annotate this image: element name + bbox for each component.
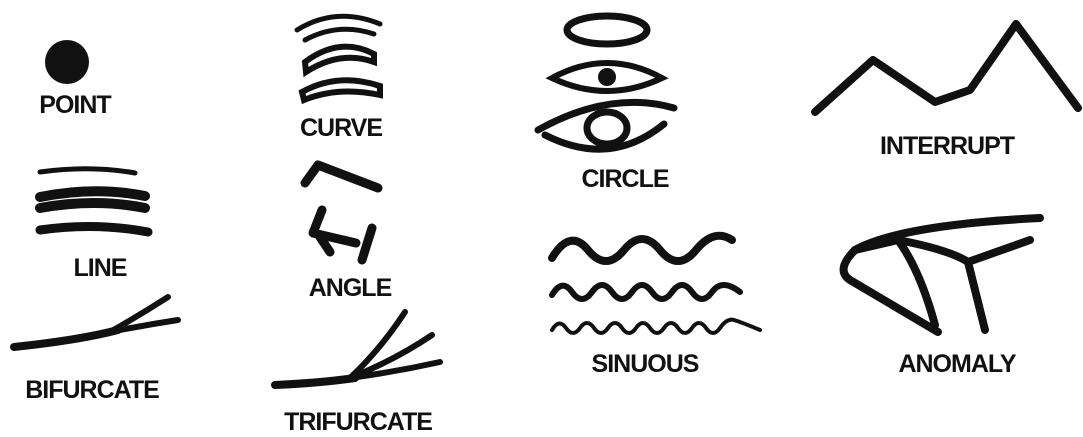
angle-symbol-top — [305, 165, 378, 188]
circle-symbol-eye-large-iris — [587, 112, 627, 144]
anomaly-symbol-fan — [855, 240, 935, 325]
curve-symbol-middle — [305, 47, 374, 72]
trifurcate-label: TRIFURCATE — [284, 408, 432, 436]
curve-pattern: CURVE — [297, 16, 382, 142]
circle-symbol-ellipse — [567, 16, 647, 44]
sinuous-symbol-small — [552, 320, 760, 333]
sinuous-symbol-medium — [552, 285, 740, 299]
line-symbol-middle — [40, 191, 145, 208]
bifurcate-pattern: BIFURCATE — [14, 297, 178, 404]
bifurcate-symbol-stem — [14, 330, 118, 347]
point-pattern: POINT — [39, 40, 111, 119]
trifurcate-pattern: TRIFURCATE — [275, 312, 440, 436]
circle-symbol-eye-pupil — [598, 68, 616, 86]
line-symbol-top — [40, 169, 135, 173]
trifurcate-symbol-stem — [275, 378, 355, 385]
line-symbol-bottom — [40, 226, 148, 232]
line-pattern: LINE — [40, 169, 148, 282]
circle-label: CIRCLE — [581, 165, 668, 193]
anomaly-label: ANOMALY — [898, 350, 1016, 378]
curve-symbol-bottom — [302, 80, 380, 100]
bifurcate-label: BIFURCATE — [25, 376, 159, 404]
anomaly-pattern: ANOMALY — [844, 218, 1040, 378]
angle-pattern: ANGLE — [305, 165, 392, 302]
sinuous-label: SINUOUS — [592, 350, 699, 378]
sinuous-symbol-large — [552, 236, 732, 261]
point-label: POINT — [39, 91, 111, 119]
sinuous-pattern: SINUOUS — [552, 236, 760, 378]
interrupt-pattern: INTERRUPT — [815, 24, 1078, 160]
interrupt-symbol — [815, 24, 1078, 112]
circle-pattern: CIRCLE — [538, 16, 674, 193]
point-symbol — [45, 40, 89, 84]
anomaly-symbol-outer — [844, 218, 1040, 332]
line-label: LINE — [74, 254, 127, 282]
curve-symbol-top-inner — [305, 29, 374, 40]
angle-label: ANGLE — [309, 274, 392, 302]
interrupt-label: INTERRUPT — [880, 132, 1015, 160]
curve-label: CURVE — [300, 114, 382, 142]
